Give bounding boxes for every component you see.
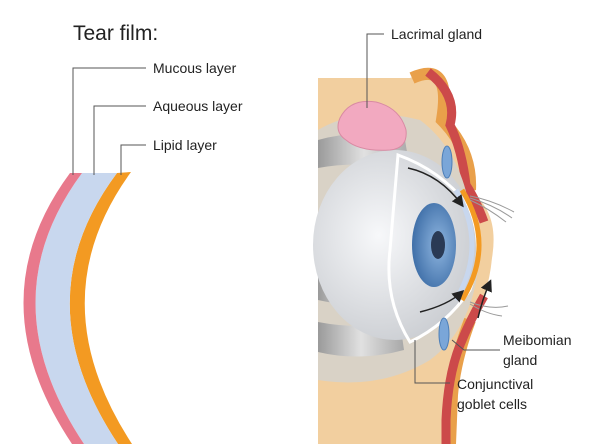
mucous-leader (72, 67, 146, 175)
lacrimal-leader (366, 33, 384, 108)
lower-lid-red (441, 293, 488, 444)
meibomian-gland-label-2: gland (503, 352, 537, 368)
upper-meibomian-gland (441, 145, 453, 179)
meibomian-gland-label-1: Meibomian (503, 332, 571, 348)
aqueous-layer-band (35, 173, 118, 444)
meibomian-leader (451, 339, 500, 351)
tear-flow-arrow-lower (419, 289, 465, 313)
goblet-cells-label-1: Conjunctival (457, 376, 533, 392)
lipid-layer-label: Lipid layer (153, 137, 217, 153)
pupil (431, 231, 445, 259)
mucous-layer-label: Mucous layer (153, 60, 237, 76)
tear-film-title: Tear film: (73, 22, 158, 45)
tear-flow-arrow-upper (407, 167, 464, 208)
lacrimal-gland-shape (337, 100, 407, 151)
eyelashes (469, 195, 515, 317)
lipid-layer-band (69, 172, 132, 444)
lower-meibomian-gland (438, 317, 450, 351)
aqueous-leader (93, 105, 146, 175)
lacrimal-gland-label: Lacrimal gland (391, 26, 482, 42)
tear-film-layers (23, 172, 132, 444)
mucous-layer-band (23, 173, 84, 444)
goblet-cells-label-2: goblet cells (457, 396, 527, 412)
cornea-tear-film (459, 188, 482, 302)
upper-lid-red (425, 68, 489, 224)
eye-cross-section (313, 67, 515, 444)
lipid-leader (120, 144, 146, 175)
eyeball (313, 150, 477, 340)
tear-flow-arrow-meibomian (477, 279, 492, 319)
goblet-leader (414, 340, 450, 384)
aqueous-layer-label: Aqueous layer (153, 98, 243, 114)
